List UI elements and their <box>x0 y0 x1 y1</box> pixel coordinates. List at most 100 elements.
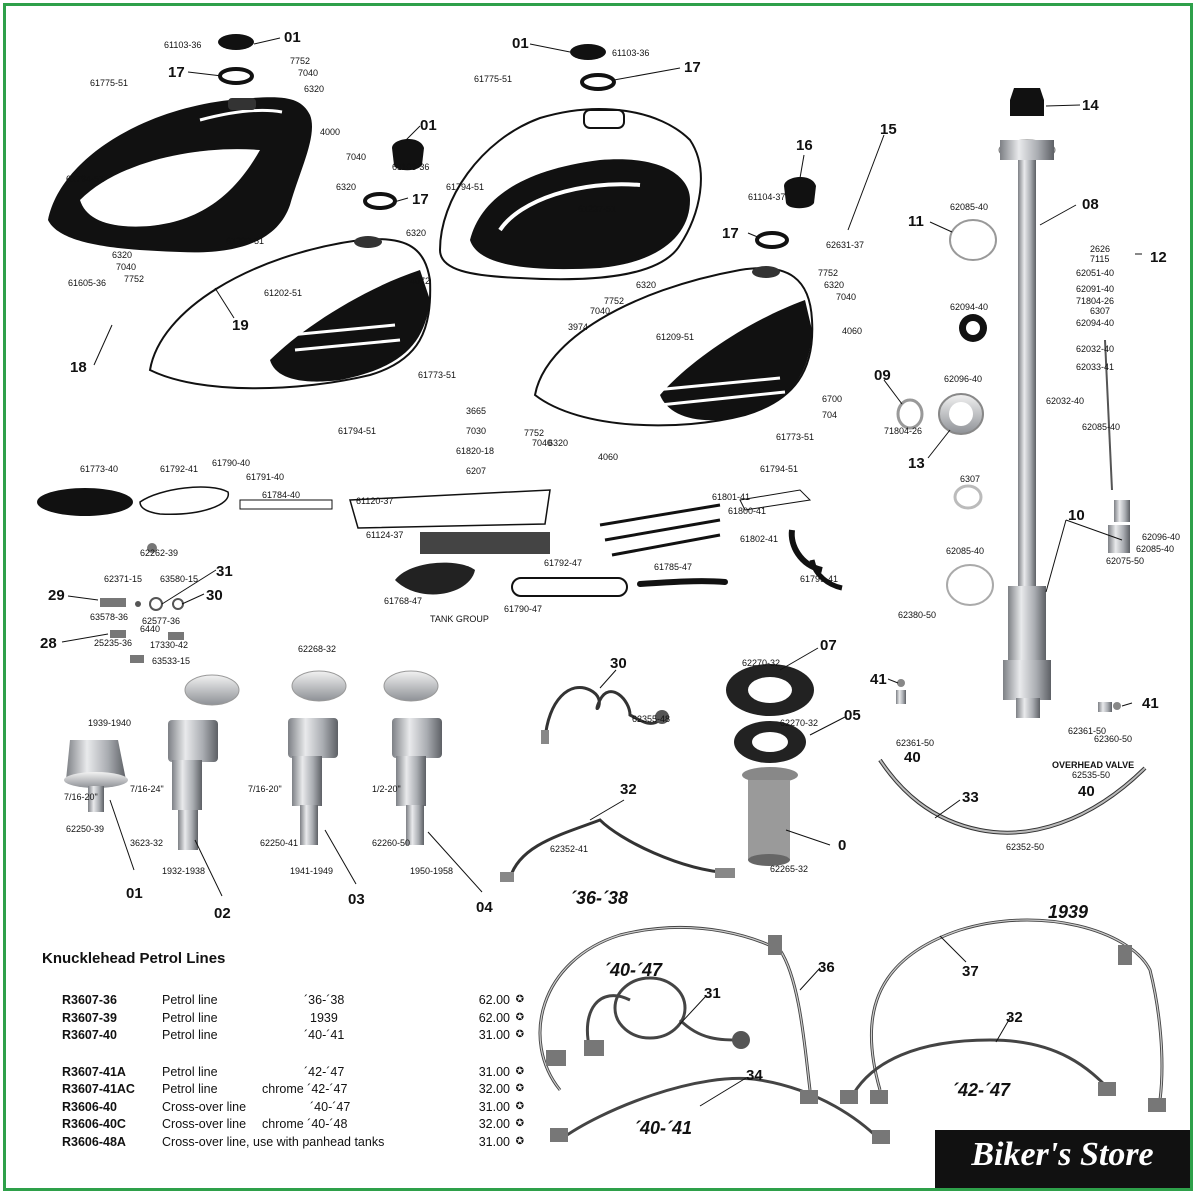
part-name: Petrol line <box>162 1028 218 1042</box>
callout: 12 <box>1150 249 1167 266</box>
part-year: ´40-´47 <box>310 1099 351 1114</box>
callout: 05 <box>844 707 861 724</box>
part-price: 62.00 <box>478 1010 510 1025</box>
part-year: ´40-´41 <box>304 1028 345 1042</box>
page-frame <box>3 3 1193 1191</box>
pn-label: 25235-36 <box>94 638 132 648</box>
pn-label: 1932-1938 <box>162 866 205 876</box>
pn-label: 7752 <box>818 268 838 278</box>
callout: 09 <box>874 367 891 384</box>
callout: 01 <box>512 35 529 52</box>
pn-label: 61773-51 <box>776 432 814 442</box>
part-price: 62.00 <box>478 993 510 1007</box>
pn-label: 61773-40 <box>80 464 118 474</box>
pn-label: 63578-36 <box>90 612 128 622</box>
callout: 19 <box>232 317 249 334</box>
pn-label: 61209-51 <box>656 332 694 342</box>
tank-upper-left <box>48 97 312 253</box>
pn-label: 61791-40 <box>246 472 284 482</box>
pn-label: 61794-51 <box>760 464 798 474</box>
pn-label: 7040 <box>298 68 318 78</box>
pn-label: 7/16-24" <box>130 784 164 794</box>
part-name: Cross-over line <box>162 1099 247 1114</box>
pn-label: 62250-41 <box>260 838 298 848</box>
part-ref: R3607-36 <box>62 993 117 1007</box>
pn-label: 7040 <box>836 292 856 302</box>
pn-label: 62051-40 <box>1076 268 1114 278</box>
callout: 33 <box>962 789 979 806</box>
tank-emblems <box>37 486 843 597</box>
pn-label: 61802-41 <box>740 534 778 544</box>
pn-label: 61820-18 <box>456 446 494 456</box>
parts-price-table: R3607-36 Petrol line ´36-´38 62.00 ✪ R36… <box>62 992 524 1151</box>
pn-label: 62033-41 <box>1076 362 1114 372</box>
table-row: R3607-39 Petrol line 1939 62.00 ✪ <box>62 1010 524 1028</box>
group-caption: TANK GROUP <box>430 614 489 624</box>
pn-label: 1941-1949 <box>290 866 333 876</box>
year-label: ´36-´38 <box>570 888 628 908</box>
pn-label: 1950-1958 <box>410 866 453 876</box>
part-ref: R3606-40 <box>62 1099 117 1114</box>
part-ref: R3607-41A <box>62 1064 126 1079</box>
fuel-lines-middle <box>500 664 814 882</box>
pn-label: 62032-40 <box>1076 344 1114 354</box>
pn-label: 61120-37 <box>356 496 393 506</box>
price-mark-icon: ✪ <box>515 1011 524 1023</box>
pn-label: 3974 <box>568 322 588 332</box>
pn-label: 62085-40 <box>1082 422 1120 432</box>
pn-label: 61605-36 <box>68 278 106 288</box>
part-ref: R3607-39 <box>62 1010 117 1025</box>
callout: 17 <box>412 191 429 208</box>
callout: 37 <box>962 963 979 980</box>
callout: 17 <box>168 64 185 81</box>
pn-label: 62361-50 <box>896 738 934 748</box>
store-name: Biker's Store <box>971 1136 1154 1173</box>
callout: 01 <box>284 29 301 46</box>
part-name: Cross-over line, use with panhead tanks <box>162 1134 385 1149</box>
part-ref: R3607-41AC <box>62 1082 135 1096</box>
part-name: Petrol line <box>162 993 218 1007</box>
pn-label: 62265-32 <box>770 864 808 874</box>
table-row: R3607-41AC Petrol line chrome ´42-´47 32… <box>62 1081 524 1099</box>
part-year: chrome ´42-´47 <box>262 1082 348 1096</box>
callout: 32 <box>1006 1009 1023 1026</box>
callout: 29 <box>48 587 65 604</box>
pn-label: 61792-41 <box>160 464 198 474</box>
callout: 36 <box>818 959 835 976</box>
pn-label: 61202-51 <box>264 288 302 298</box>
pn-label: 7040 <box>532 438 552 448</box>
callout: 08 <box>1082 196 1099 213</box>
pn-label: 4000 <box>320 127 340 137</box>
table-row: R3606-40C Cross-over line chrome ´40-´48… <box>62 1116 524 1134</box>
pn-label: 7752 <box>604 296 624 306</box>
pn-label: 6320 <box>636 280 656 290</box>
part-price: 31.00 <box>478 1134 510 1149</box>
pn-label: 62380-50 <box>898 610 936 620</box>
callout: 0 <box>838 837 846 854</box>
pn-label: 61768-47 <box>384 596 422 606</box>
pn-label: 62094-40 <box>950 302 988 312</box>
table-title: Knucklehead Petrol Lines <box>42 950 226 967</box>
pn-label: 6320 <box>548 438 568 448</box>
pn-label: 6320 <box>824 280 844 290</box>
pn-label: 4060 <box>842 326 862 336</box>
callout: 40 <box>1078 783 1095 800</box>
part-ref: R3606-40C <box>62 1117 126 1131</box>
callout: 32 <box>620 781 637 798</box>
table-row: R3606-40 Cross-over line ´40-´47 31.00 ✪ <box>62 1099 524 1117</box>
pn-label: 62085-40 <box>1136 544 1174 554</box>
callout: 16 <box>796 137 813 154</box>
pn-label: 61800-41 <box>728 506 766 516</box>
pn-label: 61785-47 <box>654 562 692 572</box>
price-mark-icon: ✪ <box>515 1083 524 1094</box>
pn-label: 62535-50 <box>1072 770 1110 780</box>
callout: 03 <box>348 891 365 908</box>
pn-label: 62085-40 <box>950 202 988 212</box>
callout: 15 <box>880 121 897 138</box>
pn-label: 7040 <box>116 262 136 272</box>
pn-label: 62577-36 <box>142 616 180 626</box>
part-name: Petrol line <box>162 1082 218 1096</box>
part-ref: R3607-40 <box>62 1028 117 1042</box>
tank-lower-right <box>533 266 814 427</box>
